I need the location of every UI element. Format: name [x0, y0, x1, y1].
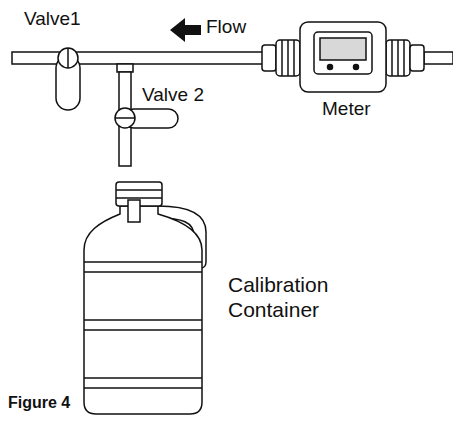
- calibration-container: [84, 206, 202, 414]
- pipe: [12, 52, 264, 64]
- valve-mark: [67, 48, 69, 68]
- union-nut: [276, 40, 300, 76]
- container-clip: [128, 200, 140, 222]
- valve-body: [115, 108, 135, 128]
- flow-arrow: [170, 18, 201, 42]
- meter-button: [354, 65, 359, 70]
- valve-label: Valve1: [24, 8, 81, 31]
- meter-bezel: [314, 32, 372, 74]
- container-label: Calibration Container: [228, 272, 358, 322]
- union-nut: [410, 45, 424, 71]
- valve-mark: [115, 117, 135, 119]
- flow-label: Flow: [206, 16, 246, 39]
- meter-label: Meter: [322, 98, 371, 121]
- union-nut: [386, 40, 410, 76]
- valve-body: [58, 48, 78, 68]
- container-band: [84, 261, 202, 263]
- meter-button: [328, 65, 333, 70]
- meter-body: [300, 22, 386, 92]
- pipe: [424, 52, 453, 64]
- tee-collar: [117, 64, 133, 72]
- figure-caption: Figure 4: [8, 393, 70, 412]
- valve-label: Valve 2: [142, 84, 204, 107]
- union-nut: [262, 45, 276, 71]
- meter-display: [320, 38, 366, 60]
